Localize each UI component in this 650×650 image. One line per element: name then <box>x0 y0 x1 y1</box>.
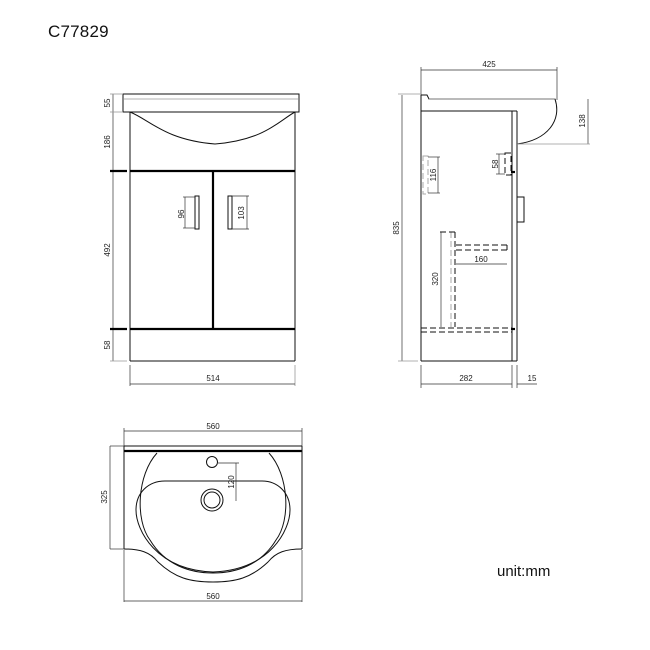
dim-basin-top: 55 <box>103 98 112 107</box>
dim-handle-door: 58 <box>491 159 500 168</box>
dim-width: 514 <box>206 374 220 383</box>
dim-cabinet-depth: 282 <box>459 374 473 383</box>
basin-inner <box>135 480 291 573</box>
handle-inner-left <box>422 155 429 195</box>
dim-width-bottom: 560 <box>206 592 220 601</box>
dim-handle-left: 96 <box>177 209 186 218</box>
basin-front-outline <box>123 548 303 583</box>
dim-depth-total: 425 <box>482 60 496 69</box>
dim-shelf-height: 320 <box>431 272 440 286</box>
model-code: C77829 <box>48 22 109 41</box>
tap-hole <box>206 456 218 468</box>
dim-handle-side: 116 <box>429 168 438 181</box>
dim-door-height: 492 <box>103 243 112 257</box>
drain-inner <box>203 491 221 509</box>
basin-top-slab <box>122 93 300 113</box>
dim-shelf-depth: 160 <box>474 255 488 264</box>
unit-label: unit:mm <box>497 563 551 580</box>
drain-outer <box>200 488 224 512</box>
dim-plinth: 58 <box>103 340 112 349</box>
dim-handle-right: 103 <box>237 206 246 220</box>
dim-basin-overhang: 138 <box>578 114 587 128</box>
dim-tap-offset: 120 <box>227 475 236 489</box>
top-view: 560 120 325 560 <box>100 422 303 602</box>
side-view: 425 138 835 116 <box>392 60 590 388</box>
basin-bowl-curve <box>129 111 296 145</box>
handle-left <box>194 195 200 230</box>
front-view: 96 103 55 186 492 58 514 <box>103 93 300 386</box>
dim-upper-section: 186 <box>103 135 112 149</box>
handle-right <box>227 195 233 230</box>
dim-depth: 325 <box>100 490 109 504</box>
handle-inner-door <box>504 152 512 176</box>
dim-width-top: 560 <box>206 422 220 431</box>
basin-side-curve <box>516 98 558 145</box>
door-handle-side <box>516 196 525 223</box>
dim-total-height: 835 <box>392 221 401 235</box>
dim-door-thickness: 15 <box>528 374 537 383</box>
basin-bowl <box>139 452 287 574</box>
